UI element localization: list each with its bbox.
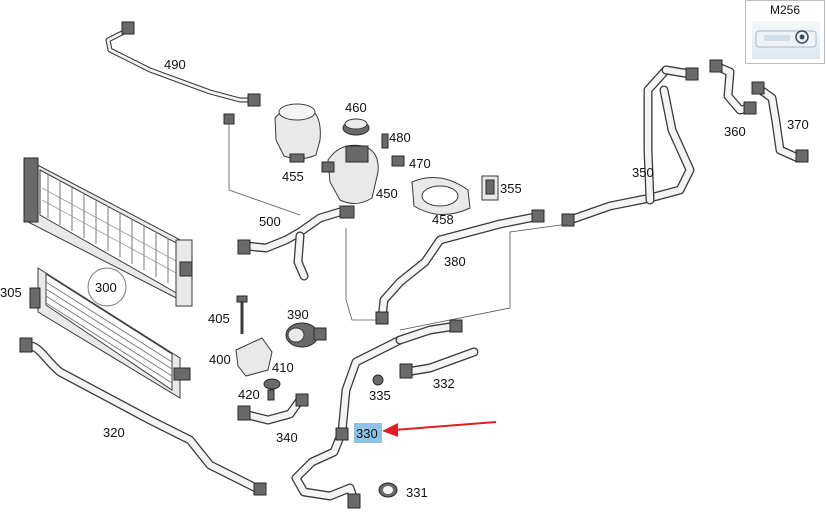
part-label-300: 300: [95, 280, 117, 295]
hose-370: [751, 81, 809, 163]
part-label-500: 500: [259, 214, 281, 229]
main-radiator: [23, 157, 193, 307]
part-label-380: 380: [444, 254, 466, 269]
part-label-360: 360: [724, 124, 746, 139]
hose-350: [399, 65, 699, 331]
part-label-400: 400: [209, 352, 231, 367]
hose-380: [345, 209, 545, 325]
screw-420: [267, 389, 275, 401]
part-label-460: 460: [345, 100, 367, 115]
part-label-305: 305: [0, 285, 22, 300]
model-badge-label: M256: [769, 3, 801, 17]
engine-thumbnail: [752, 21, 820, 59]
auxiliary-radiator: [29, 267, 191, 399]
model-badge: M256: [745, 0, 825, 64]
part-label-332: 332: [433, 376, 455, 391]
part-label-355: 355: [500, 181, 522, 196]
vent-line-490: [105, 21, 301, 216]
part-label-470: 470: [409, 156, 431, 171]
hose-330: [291, 319, 463, 509]
part-label-320: 320: [103, 425, 125, 440]
pointer-arrow-head: [382, 423, 398, 437]
bolt-405: [236, 295, 248, 334]
sensor-470: [391, 155, 405, 167]
part-label-331: 331: [406, 485, 428, 500]
part-label-458: 458: [432, 212, 454, 227]
part-label-335: 335: [369, 388, 391, 403]
part-300-callout-circle: [87, 267, 127, 307]
highlight-box-330: [354, 423, 382, 443]
hose-340: [237, 393, 309, 425]
part-label-370: 370: [787, 117, 809, 132]
part-label-330: 330: [356, 426, 378, 441]
clip-355: [481, 175, 499, 201]
hose-500: [237, 205, 355, 281]
part-label-340: 340: [276, 430, 298, 445]
part-label-405: 405: [208, 311, 230, 326]
pointer-arrow-shaft: [393, 421, 497, 431]
part-label-455: 455: [282, 169, 304, 184]
hose-332: [399, 347, 479, 379]
part-label-390: 390: [287, 307, 309, 322]
clamp-331: [378, 482, 398, 498]
screw-335: [372, 374, 384, 386]
cap-460: [342, 118, 370, 136]
part-label-410: 410: [272, 360, 294, 375]
part-label-350: 350: [632, 165, 654, 180]
part-label-490: 490: [164, 57, 186, 72]
thermostat-housing-450: [321, 144, 379, 204]
part-label-450: 450: [376, 186, 398, 201]
pump-390: [285, 322, 327, 348]
part-label-420: 420: [238, 387, 260, 402]
expansion-tank-455: [274, 103, 321, 163]
bracket-458: [411, 177, 471, 215]
screw-480: [381, 133, 389, 149]
part-label-480: 480: [389, 130, 411, 145]
clamp-410: [263, 378, 281, 390]
hose-320: [19, 337, 267, 496]
bracket-400: [235, 337, 273, 377]
hose-360: [709, 59, 757, 115]
